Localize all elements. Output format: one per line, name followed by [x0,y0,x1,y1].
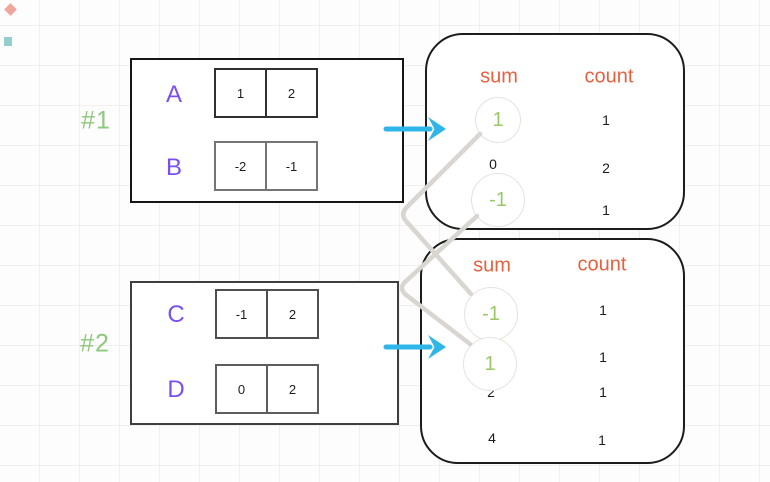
array-b-label: B [165,154,183,181]
group1-row0-sum-circle: 1 [475,97,521,143]
array-b-cell-1: -1 [267,143,316,189]
group1-row0-count: 1 [602,112,610,128]
group2-row3-count: 1 [598,432,606,448]
array-b-cell-0: -2 [216,143,267,189]
group1-count-header: count [584,65,634,88]
array-a-cells: 1 2 [214,68,318,118]
group2-row2-count: 1 [599,384,607,400]
array-b-cells: -2 -1 [214,141,318,191]
array-d-label: D [167,376,185,403]
array-d-cells: 0 2 [215,364,319,414]
array-c-label: C [167,301,185,328]
group1-input-box: A 1 2 B -2 -1 [130,58,404,203]
group1-sum-header: sum [480,65,518,88]
group2-row0-sum-circle: -1 [464,287,518,341]
group2-row1-count: 1 [599,349,607,365]
red-diamond-mark [4,3,17,16]
array-d-cell-1: 2 [268,366,317,412]
group1-label: #1 [81,106,111,135]
array-c-cells: -1 2 [215,289,319,339]
array-a-label: A [165,81,183,108]
group2-row1-sum-circle: 1 [463,337,517,391]
group2-row0-count: 1 [599,302,607,318]
group1-row2-count: 1 [602,202,610,218]
group2-count-header: count [577,253,627,276]
group2-label: #2 [80,329,110,358]
group1-result-card: sum count 1 1 0 2 -1 1 [425,33,685,230]
group2-sum-header: sum [473,254,511,277]
group1-row1-sum: 0 [489,156,497,172]
group2-input-box: C -1 2 D 0 2 [130,281,399,425]
group1-row2-sum-circle: -1 [471,173,525,227]
array-c-cell-1: 2 [268,291,317,337]
group2-result-card: sum count -1 1 1 1 2 1 4 1 [420,238,685,464]
group1-row1-count: 2 [602,160,610,176]
teal-square-mark [4,37,12,46]
group2-row2-sum: 2 [487,384,495,400]
group2-row3-sum: 4 [488,430,496,446]
array-c-cell-0: -1 [217,291,268,337]
array-d-cell-0: 0 [217,366,268,412]
array-a-cell-1: 2 [267,70,316,116]
array-a-cell-0: 1 [216,70,267,116]
